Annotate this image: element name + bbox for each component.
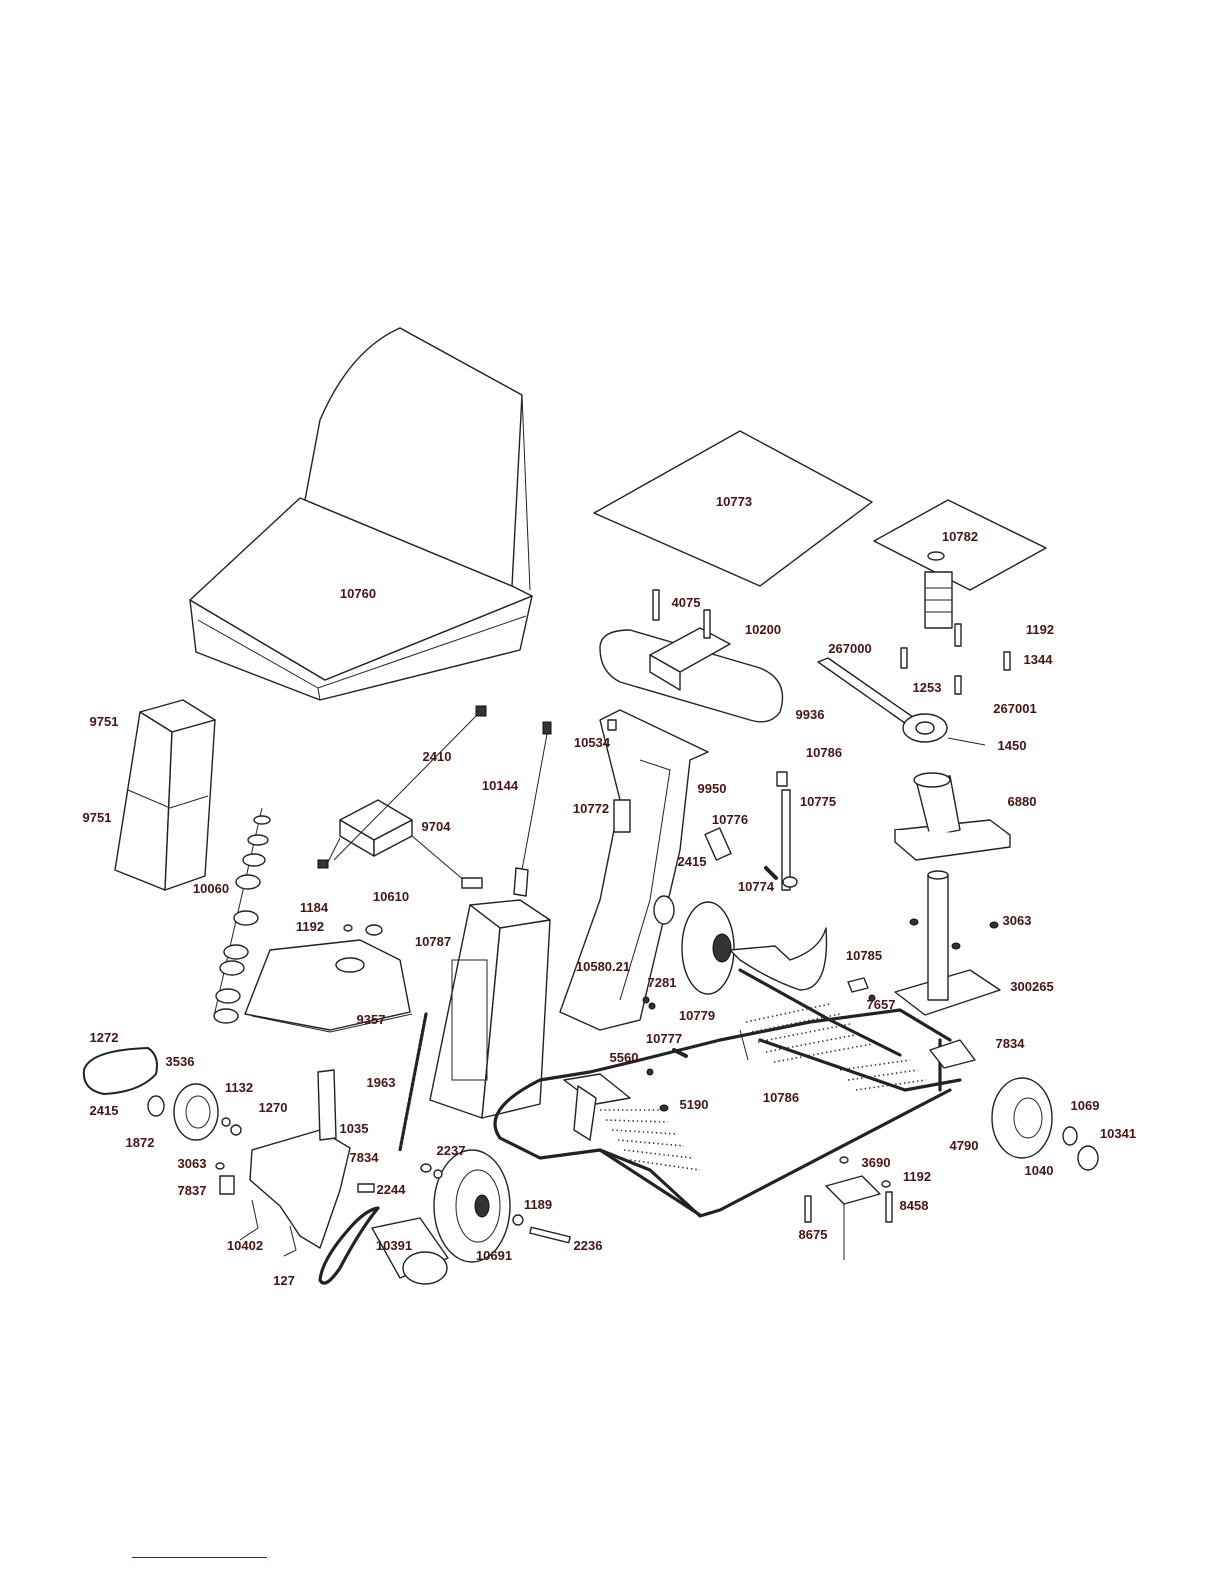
tiller-top-part bbox=[599, 589, 784, 723]
part-callout-label: 10786 bbox=[763, 1090, 799, 1105]
part-callout-label: 1270 bbox=[259, 1100, 288, 1115]
spring-part bbox=[398, 1012, 428, 1152]
part-callout-label: 7281 bbox=[648, 975, 677, 990]
battery-box-part bbox=[114, 699, 216, 891]
floor-mat-part bbox=[593, 430, 873, 587]
part-callout-label: 10776 bbox=[712, 812, 748, 827]
part-callout-label: 9936 bbox=[796, 707, 825, 722]
part-callout-label: 3063 bbox=[178, 1156, 207, 1171]
front-wheel-part bbox=[653, 895, 828, 995]
part-callout-label: 6880 bbox=[1008, 794, 1037, 809]
part-callout-label: 127 bbox=[273, 1273, 295, 1288]
part-callout-label: 1069 bbox=[1071, 1098, 1100, 1113]
part-callout-label: 1132 bbox=[225, 1080, 253, 1095]
base-post-part bbox=[894, 870, 1001, 1016]
hardware-part bbox=[215, 719, 999, 1226]
seat-part bbox=[189, 327, 533, 701]
part-callout-label: 1344 bbox=[1024, 652, 1054, 667]
part-callout-label: 7837 bbox=[178, 1183, 207, 1198]
charger-part bbox=[317, 705, 487, 889]
seat-mount-plate-part bbox=[873, 499, 1047, 629]
rear-wheel-part bbox=[433, 1149, 511, 1263]
part-callout-label: 10691 bbox=[476, 1248, 512, 1263]
part-callout-label: 1040 bbox=[1025, 1163, 1054, 1178]
part-callout-label: 7834 bbox=[350, 1150, 380, 1165]
part-callout-label: 9704 bbox=[422, 819, 452, 834]
deck-mesh bbox=[600, 1003, 927, 1171]
part-callout-label: 10779 bbox=[679, 1008, 715, 1023]
part-callout-label: 2244 bbox=[377, 1182, 407, 1197]
part-callout-label: 267000 bbox=[828, 641, 871, 656]
part-callout-label: 1035 bbox=[340, 1121, 369, 1136]
part-callout-label: 10785 bbox=[846, 948, 882, 963]
part-callout-label: 1450 bbox=[998, 738, 1027, 753]
part-callout-label: 10534 bbox=[574, 735, 611, 750]
part-callout-label: 1189 bbox=[524, 1197, 552, 1212]
part-callout-label: 10200 bbox=[745, 622, 781, 637]
part-callout-label: 10777 bbox=[646, 1031, 682, 1046]
part-callout-label: 1192 bbox=[1026, 622, 1054, 637]
main-frame-part bbox=[493, 968, 976, 1218]
part-callout-label: 1872 bbox=[126, 1135, 155, 1150]
part-callout-label: 2236 bbox=[574, 1238, 603, 1253]
part-callout-label: 4790 bbox=[950, 1138, 979, 1153]
motor-part bbox=[318, 1206, 449, 1285]
part-callout-label: 1963 bbox=[367, 1075, 396, 1090]
part-callout-label: 10772 bbox=[573, 801, 609, 816]
part-callout-label: 1253 bbox=[913, 680, 942, 695]
part-callout-label: 9751 bbox=[83, 810, 112, 825]
battery-pack-part bbox=[429, 899, 551, 1119]
part-callout-label: 9357 bbox=[357, 1012, 386, 1027]
part-callout-label: 10610 bbox=[373, 889, 409, 904]
steering-arm-part bbox=[817, 623, 1011, 746]
part-callout-label: 8675 bbox=[799, 1227, 828, 1242]
part-callout-label: 10775 bbox=[800, 794, 836, 809]
rear-right-wheel-part bbox=[991, 1077, 1099, 1171]
part-callout-label: 1272 bbox=[90, 1030, 119, 1045]
part-callout-label: 10782 bbox=[942, 529, 978, 544]
axle-bolt-part bbox=[529, 1226, 571, 1244]
part-callout-label: 267001 bbox=[993, 701, 1036, 716]
part-callout-label: 10773 bbox=[716, 494, 752, 509]
part-callout-label: 10774 bbox=[738, 879, 775, 894]
part-callout-label: 4075 bbox=[672, 595, 701, 610]
part-callout-label: 8458 bbox=[900, 1198, 929, 1213]
motor-cover-part bbox=[244, 939, 413, 1033]
part-callout-label: 5560 bbox=[610, 1050, 639, 1065]
part-callout-label: 10787 bbox=[415, 934, 451, 949]
part-callout-label: 3063 bbox=[1003, 913, 1032, 928]
part-callout-label: 2415 bbox=[678, 854, 707, 869]
part-callout-label: 2415 bbox=[90, 1103, 119, 1118]
tiller-column-part bbox=[559, 709, 709, 1031]
part-callout-label: 3536 bbox=[166, 1054, 195, 1069]
part-callout-label: 10341 bbox=[1100, 1126, 1136, 1141]
part-callout-label: 1192 bbox=[296, 919, 324, 934]
part-callout-label: 5190 bbox=[680, 1097, 709, 1112]
part-callout-label: 3690 bbox=[862, 1155, 891, 1170]
part-callout-label: 1192 bbox=[903, 1169, 931, 1184]
part-callout-label: 300265 bbox=[1010, 979, 1053, 994]
pulley-gearbox-part bbox=[82, 1047, 351, 1257]
part-callout-label: 1184 bbox=[300, 900, 329, 915]
part-callout-label: 9751 bbox=[90, 714, 119, 729]
part-callout-label: 10580.21 bbox=[576, 959, 630, 974]
part-callout-label: 2237 bbox=[437, 1143, 466, 1158]
bracket-part bbox=[804, 1175, 893, 1260]
cable-part bbox=[513, 721, 552, 897]
part-callout-label: 10144 bbox=[482, 778, 519, 793]
part-callout-label: 10402 bbox=[227, 1238, 263, 1253]
part-callout-label: 7657 bbox=[867, 997, 896, 1012]
part-callout-label: 7834 bbox=[996, 1036, 1026, 1051]
part-callout-label: 10760 bbox=[340, 586, 376, 601]
part-callout-label: 10786 bbox=[806, 745, 842, 760]
spacer-stack-part bbox=[213, 807, 271, 1024]
part-callout-label: 10391 bbox=[376, 1238, 412, 1253]
part-callout-label: 9950 bbox=[698, 781, 727, 796]
footer-rule bbox=[132, 1557, 267, 1558]
part-callout-label: 10060 bbox=[193, 881, 229, 896]
callout-labels: 10760 10773 10782 4075 10200 1192 267000 1344 12… bbox=[83, 494, 1137, 1288]
part-callout-label: 2410 bbox=[423, 749, 452, 764]
seat-post-part bbox=[894, 772, 1011, 861]
